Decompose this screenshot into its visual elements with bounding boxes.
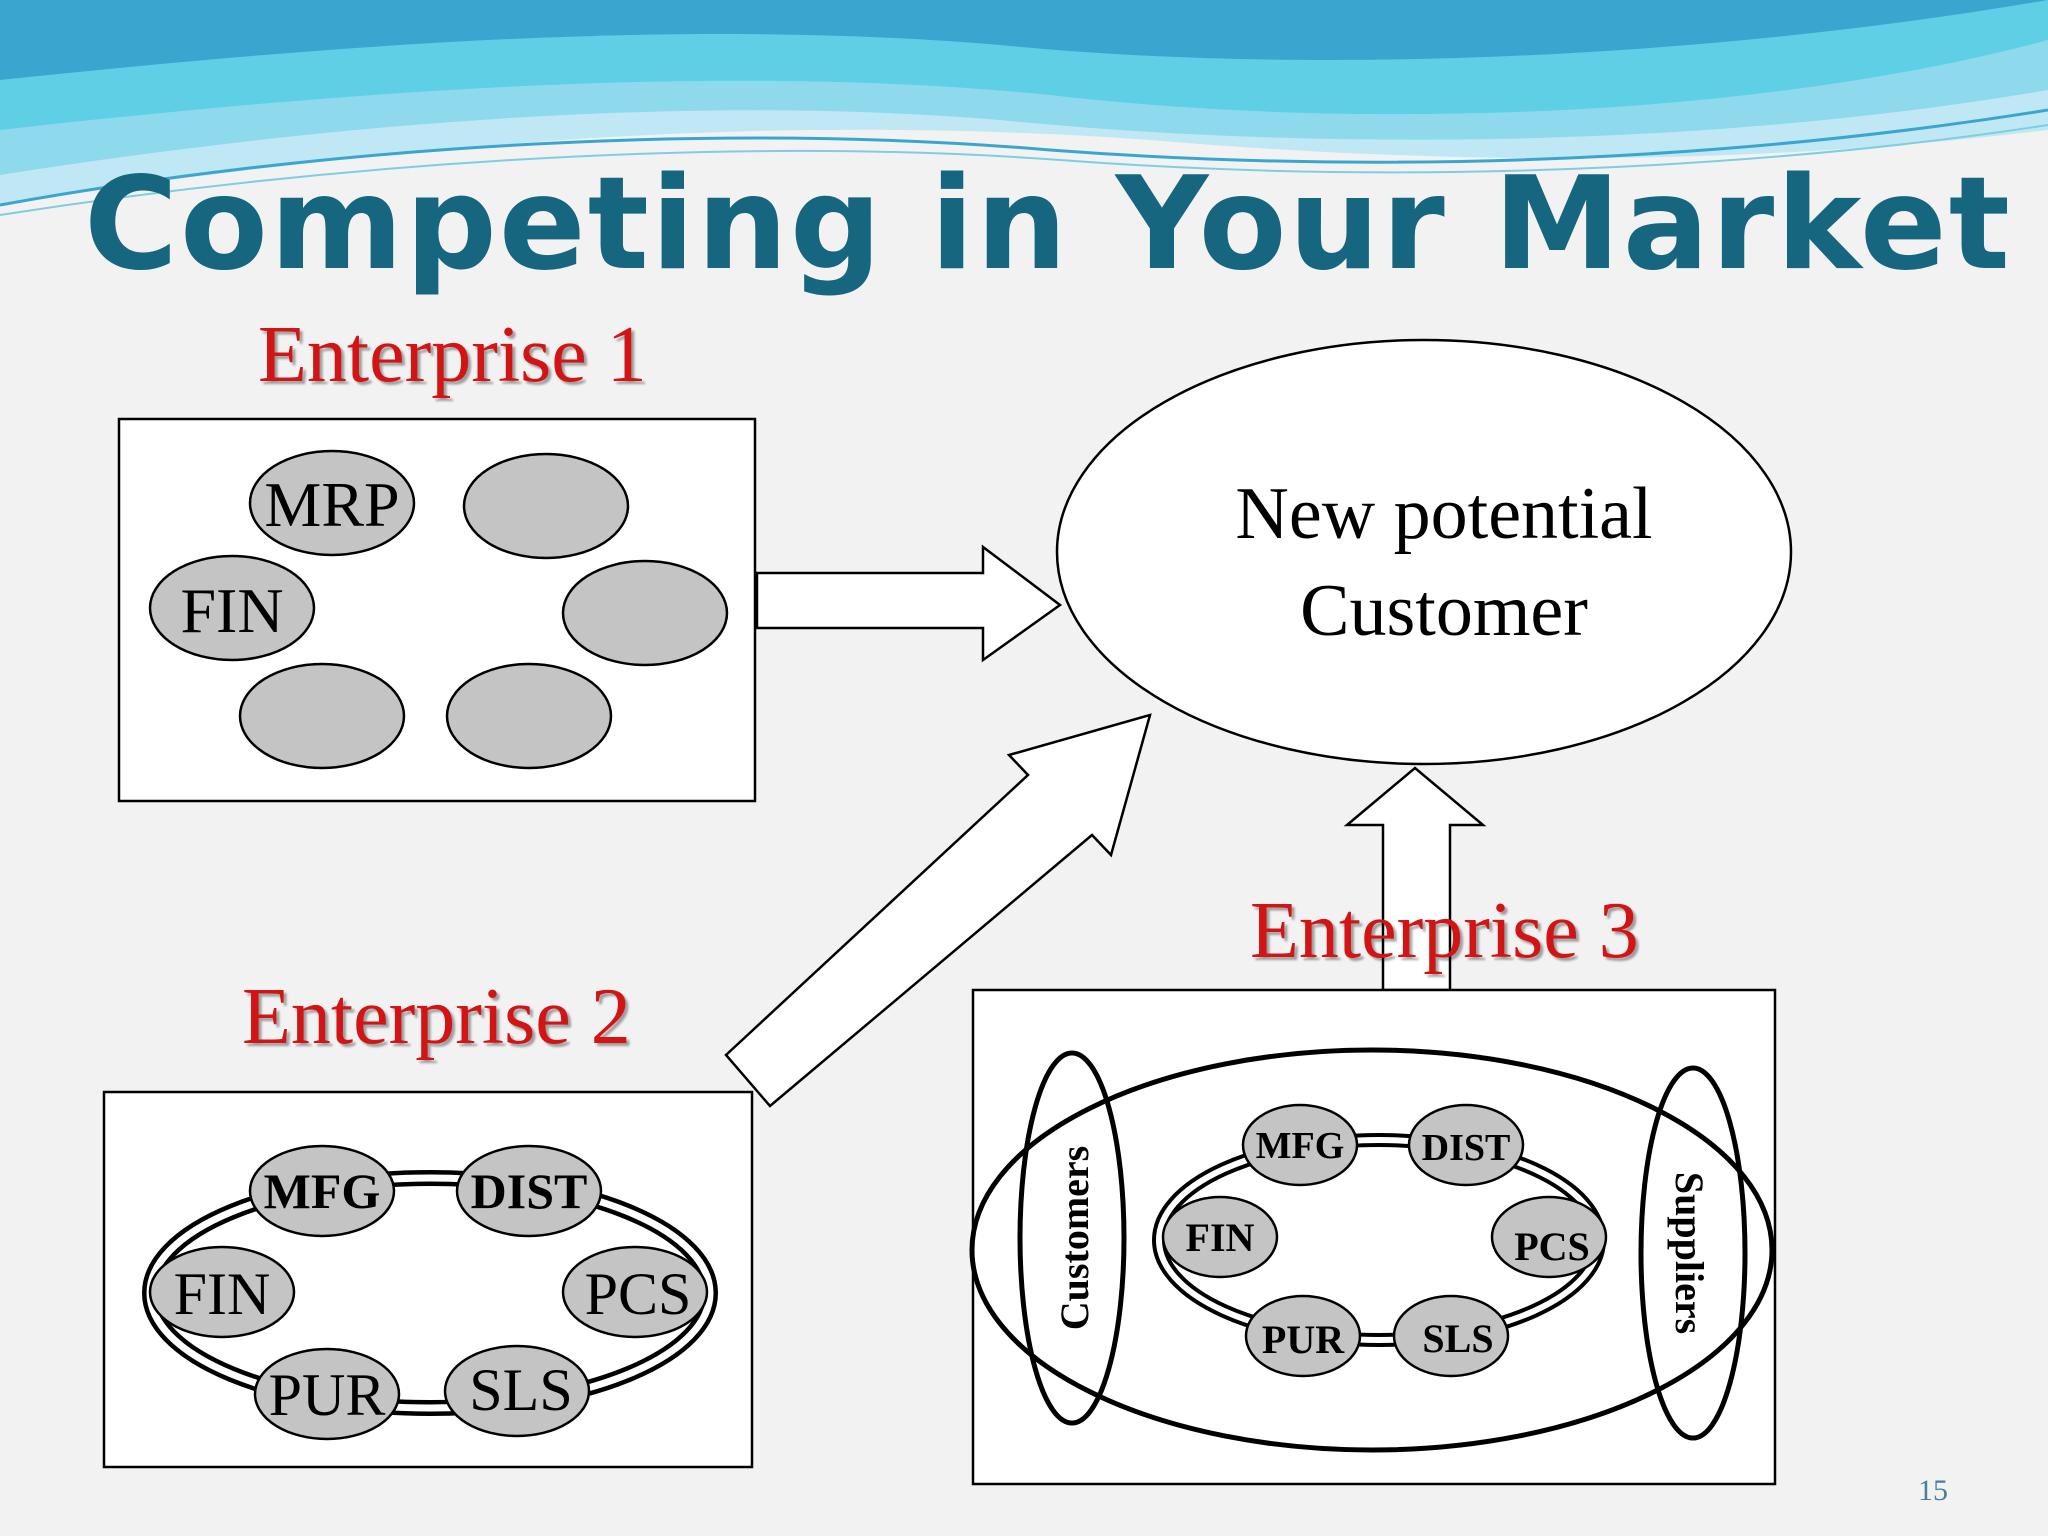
svg-text:PCS: PCS bbox=[1514, 1224, 1590, 1269]
enterprise3-module-dist: DIST bbox=[1407, 1103, 1525, 1187]
arrow-enterprise3-to-customer bbox=[1343, 766, 1487, 992]
svg-text:MRP: MRP bbox=[264, 469, 399, 540]
customers-label: Customers bbox=[1052, 1146, 1097, 1330]
svg-text:MFG: MFG bbox=[264, 1163, 381, 1219]
enterprise2-module-mfg: MFG bbox=[248, 1144, 396, 1238]
enterprise2-label: Enterprise 2 bbox=[242, 973, 631, 1061]
enterprise3-customers-partner: Customers bbox=[1017, 1050, 1127, 1426]
svg-text:FIN: FIN bbox=[174, 1261, 271, 1327]
suppliers-label: Suppliers bbox=[1667, 1172, 1712, 1334]
svg-text:FIN: FIN bbox=[1186, 1215, 1255, 1260]
customer-label-line1: New potential bbox=[1235, 473, 1652, 555]
enterprise3-suppliers-partner: Suppliers bbox=[1638, 1065, 1748, 1441]
enterprise3-label: Enterprise 3 bbox=[1250, 887, 1639, 975]
svg-text:DIST: DIST bbox=[471, 1163, 588, 1219]
arrow-enterprise1-to-customer bbox=[755, 544, 1063, 663]
enterprise1-module-blank bbox=[445, 662, 613, 770]
enterprise1-module-mrp: MRP bbox=[248, 449, 416, 557]
svg-text:PUR: PUR bbox=[269, 1362, 386, 1428]
enterprise2-module-pcs: PCS bbox=[561, 1245, 709, 1339]
enterprise1-box: MRP FIN bbox=[117, 417, 757, 803]
svg-text:PCS: PCS bbox=[585, 1261, 692, 1327]
svg-text:DIST: DIST bbox=[1422, 1127, 1511, 1169]
svg-text:SLS: SLS bbox=[469, 1357, 572, 1423]
customer-ellipse bbox=[1055, 338, 1793, 766]
svg-text:FIN: FIN bbox=[180, 575, 283, 646]
enterprise1-module-blank bbox=[238, 662, 406, 770]
enterprise1-module-blank bbox=[561, 559, 729, 667]
enterprise3-value-chain-ellipse bbox=[969, 1047, 1775, 1453]
enterprise2-box: MFG DIST FIN PCS PUR SLS bbox=[102, 1090, 754, 1469]
enterprise3-module-sls: SLS bbox=[1392, 1294, 1510, 1378]
enterprise2-module-sls: SLS bbox=[443, 1344, 591, 1438]
enterprise2-module-fin: FIN bbox=[148, 1245, 296, 1339]
enterprise2-module-pur: PUR bbox=[253, 1347, 401, 1441]
page-number: 15 bbox=[1918, 1474, 1948, 1507]
svg-text:PUR: PUR bbox=[1262, 1317, 1345, 1362]
svg-text:SLS: SLS bbox=[1422, 1316, 1493, 1361]
enterprise1-module-blank bbox=[462, 452, 630, 560]
enterprise3-module-fin: FIN bbox=[1161, 1195, 1279, 1279]
enterprise3-module-pur: PUR bbox=[1244, 1294, 1362, 1378]
enterprise3-module-mfg: MFG bbox=[1241, 1103, 1359, 1187]
header-wave bbox=[0, 0, 2048, 216]
arrow-enterprise2-to-customer bbox=[724, 713, 1152, 1108]
enterprise2-module-dist: DIST bbox=[455, 1144, 603, 1238]
customer-node: New potential Customer bbox=[1055, 338, 1793, 766]
customer-label-line2: Customer bbox=[1300, 570, 1588, 652]
slide-title: Competing in Your Market bbox=[84, 150, 2012, 299]
enterprise3-module-pcs: PCS bbox=[1490, 1195, 1608, 1279]
svg-text:MFG: MFG bbox=[1256, 1125, 1345, 1167]
enterprise3-box: Customers Suppliers MFG DIST FIN PCS P bbox=[969, 988, 1777, 1486]
enterprise1-module-fin: FIN bbox=[148, 554, 316, 662]
enterprise1-label: Enterprise 1 bbox=[258, 311, 647, 399]
